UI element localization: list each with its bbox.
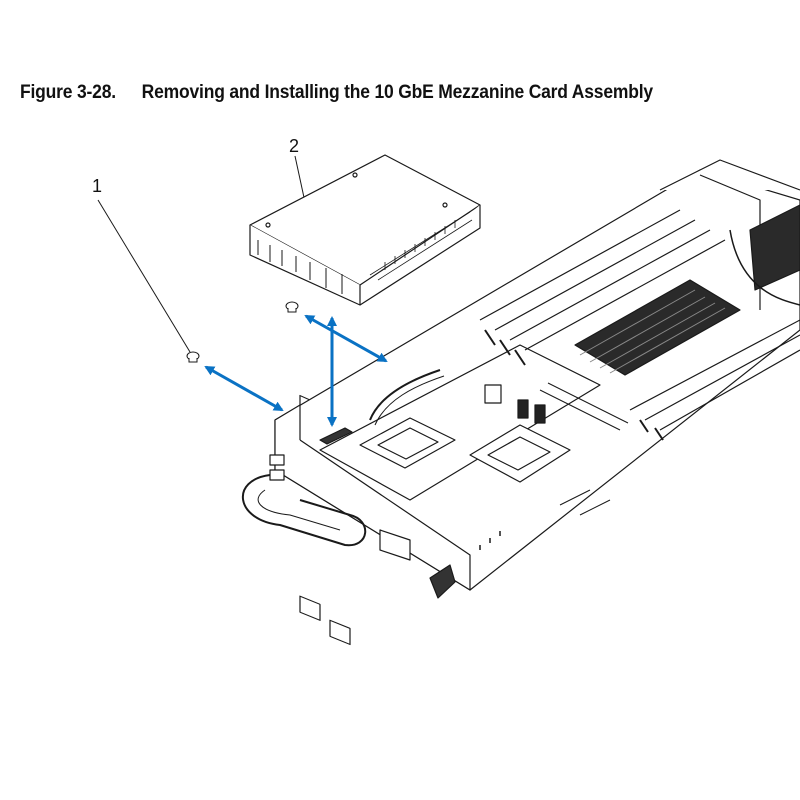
callout-1: 1 (92, 176, 103, 196)
direction-arrows (204, 314, 388, 427)
figure-number: Figure 3-28. (20, 82, 116, 103)
mezzanine-card (249, 154, 481, 422)
callout-2: 2 (289, 136, 300, 156)
screw-icon (285, 301, 299, 313)
screw-arrow (204, 365, 284, 412)
screw-arrow (304, 314, 388, 363)
leader-line-1 (97, 199, 191, 353)
screw-icon (186, 351, 200, 363)
figure-caption: Removing and Installing the 10 GbE Mezza… (141, 82, 653, 103)
server-sled (242, 159, 800, 646)
figure-title: Figure 3-28. Removing and Installing the … (20, 82, 653, 104)
